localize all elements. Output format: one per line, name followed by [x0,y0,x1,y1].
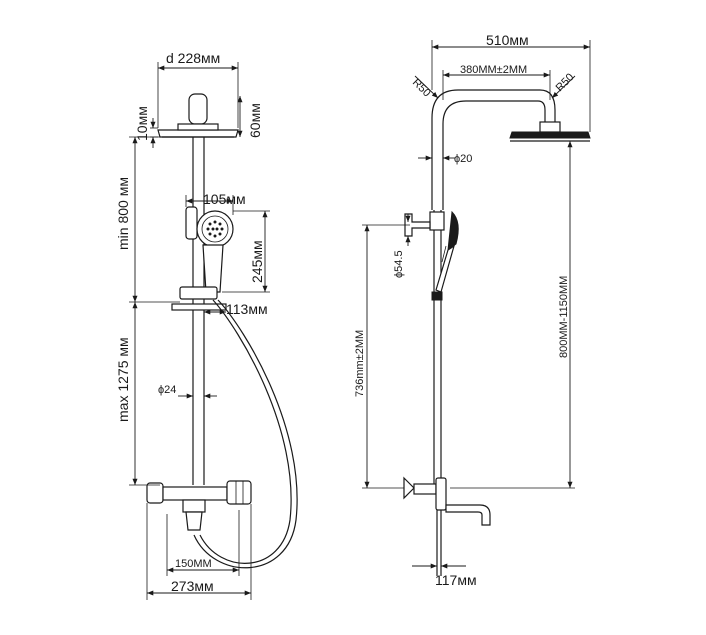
dim-holder-offset: 113мм [204,301,268,317]
dim-hand-shower-width: 105мм [185,191,246,215]
side-shower-head [509,121,591,142]
radius-right-label: R50 [554,71,577,94]
total-width-label: 510мм [486,32,529,48]
dim-max-height: max 1275 мм [115,302,160,486]
front-shower-head [157,93,239,138]
dim-min-height: min 800 мм [115,136,186,303]
side-lower-riser [429,210,445,485]
holder-diameter-label: ϕ54.5 [393,250,405,278]
head-offset-right-label: 60мм [247,103,263,138]
arm-length-label: 380MM±2MM [460,64,527,76]
dim-outlet-height: 736mm±2MM [354,224,410,489]
dim-pipe-diameter: ϕ24 [158,384,217,399]
mixer-center-distance-label: 150MM [175,558,212,570]
max-height-label: max 1275 мм [115,337,131,422]
side-riser-and-arm [431,89,556,210]
head-diameter-label: d 228мм [166,50,220,66]
front-hand-shower [185,206,234,293]
front-hose [193,299,298,569]
front-view: d 228мм 10мм 60мм min 800 мм max 1275 мм [115,50,298,600]
dim-head-offset-right: 60мм [237,96,263,138]
dim-hand-shower-height: 245мм [222,210,270,293]
dim-radius-right: R50 [551,71,577,99]
adjustable-height-label: 800MM-1150MM [558,276,570,358]
side-mixer [403,476,491,576]
holder-offset-label: 113мм [226,301,268,317]
hand-shower-height-label: 245мм [249,240,265,283]
dim-radius-left: R50 [410,75,439,100]
spout-offset-label: 117мм [435,572,477,588]
head-offset-top-label: 10мм [134,106,150,141]
dim-spout-offset: 117мм [412,563,477,588]
dim-mixer-center-distance: 150MM [166,510,240,576]
front-holder [171,286,227,311]
dim-mixer-width: 273мм [146,503,252,600]
front-riser-pipe [192,137,205,485]
dim-upper-pipe-diameter: ϕ20 [418,153,472,165]
dim-total-width: 510мм [431,32,591,132]
pipe-diameter-label: ϕ24 [158,384,176,396]
dim-holder-diameter: ϕ54.5 [393,214,411,278]
side-hand-shower [435,210,459,293]
dim-head-offset-top: 10мм [134,106,158,148]
dim-arm-length: 380MM±2MM [442,64,551,100]
min-height-label: min 800 мм [115,177,131,250]
dim-head-diameter: d 228мм [157,50,239,128]
radius-left-label: R50 [410,77,433,100]
side-view: 510мм 380MM±2MM R50 R50 ϕ20 [354,32,591,588]
dim-adjustable-height: 800MM-1150MM [450,140,575,489]
upper-pipe-diameter-label: ϕ20 [454,153,472,165]
outlet-height-label: 736mm±2MM [354,330,366,397]
front-thermostatic-mixer [146,480,252,531]
hand-shower-width-label: 105мм [203,191,246,207]
mixer-width-label: 273мм [171,578,214,594]
